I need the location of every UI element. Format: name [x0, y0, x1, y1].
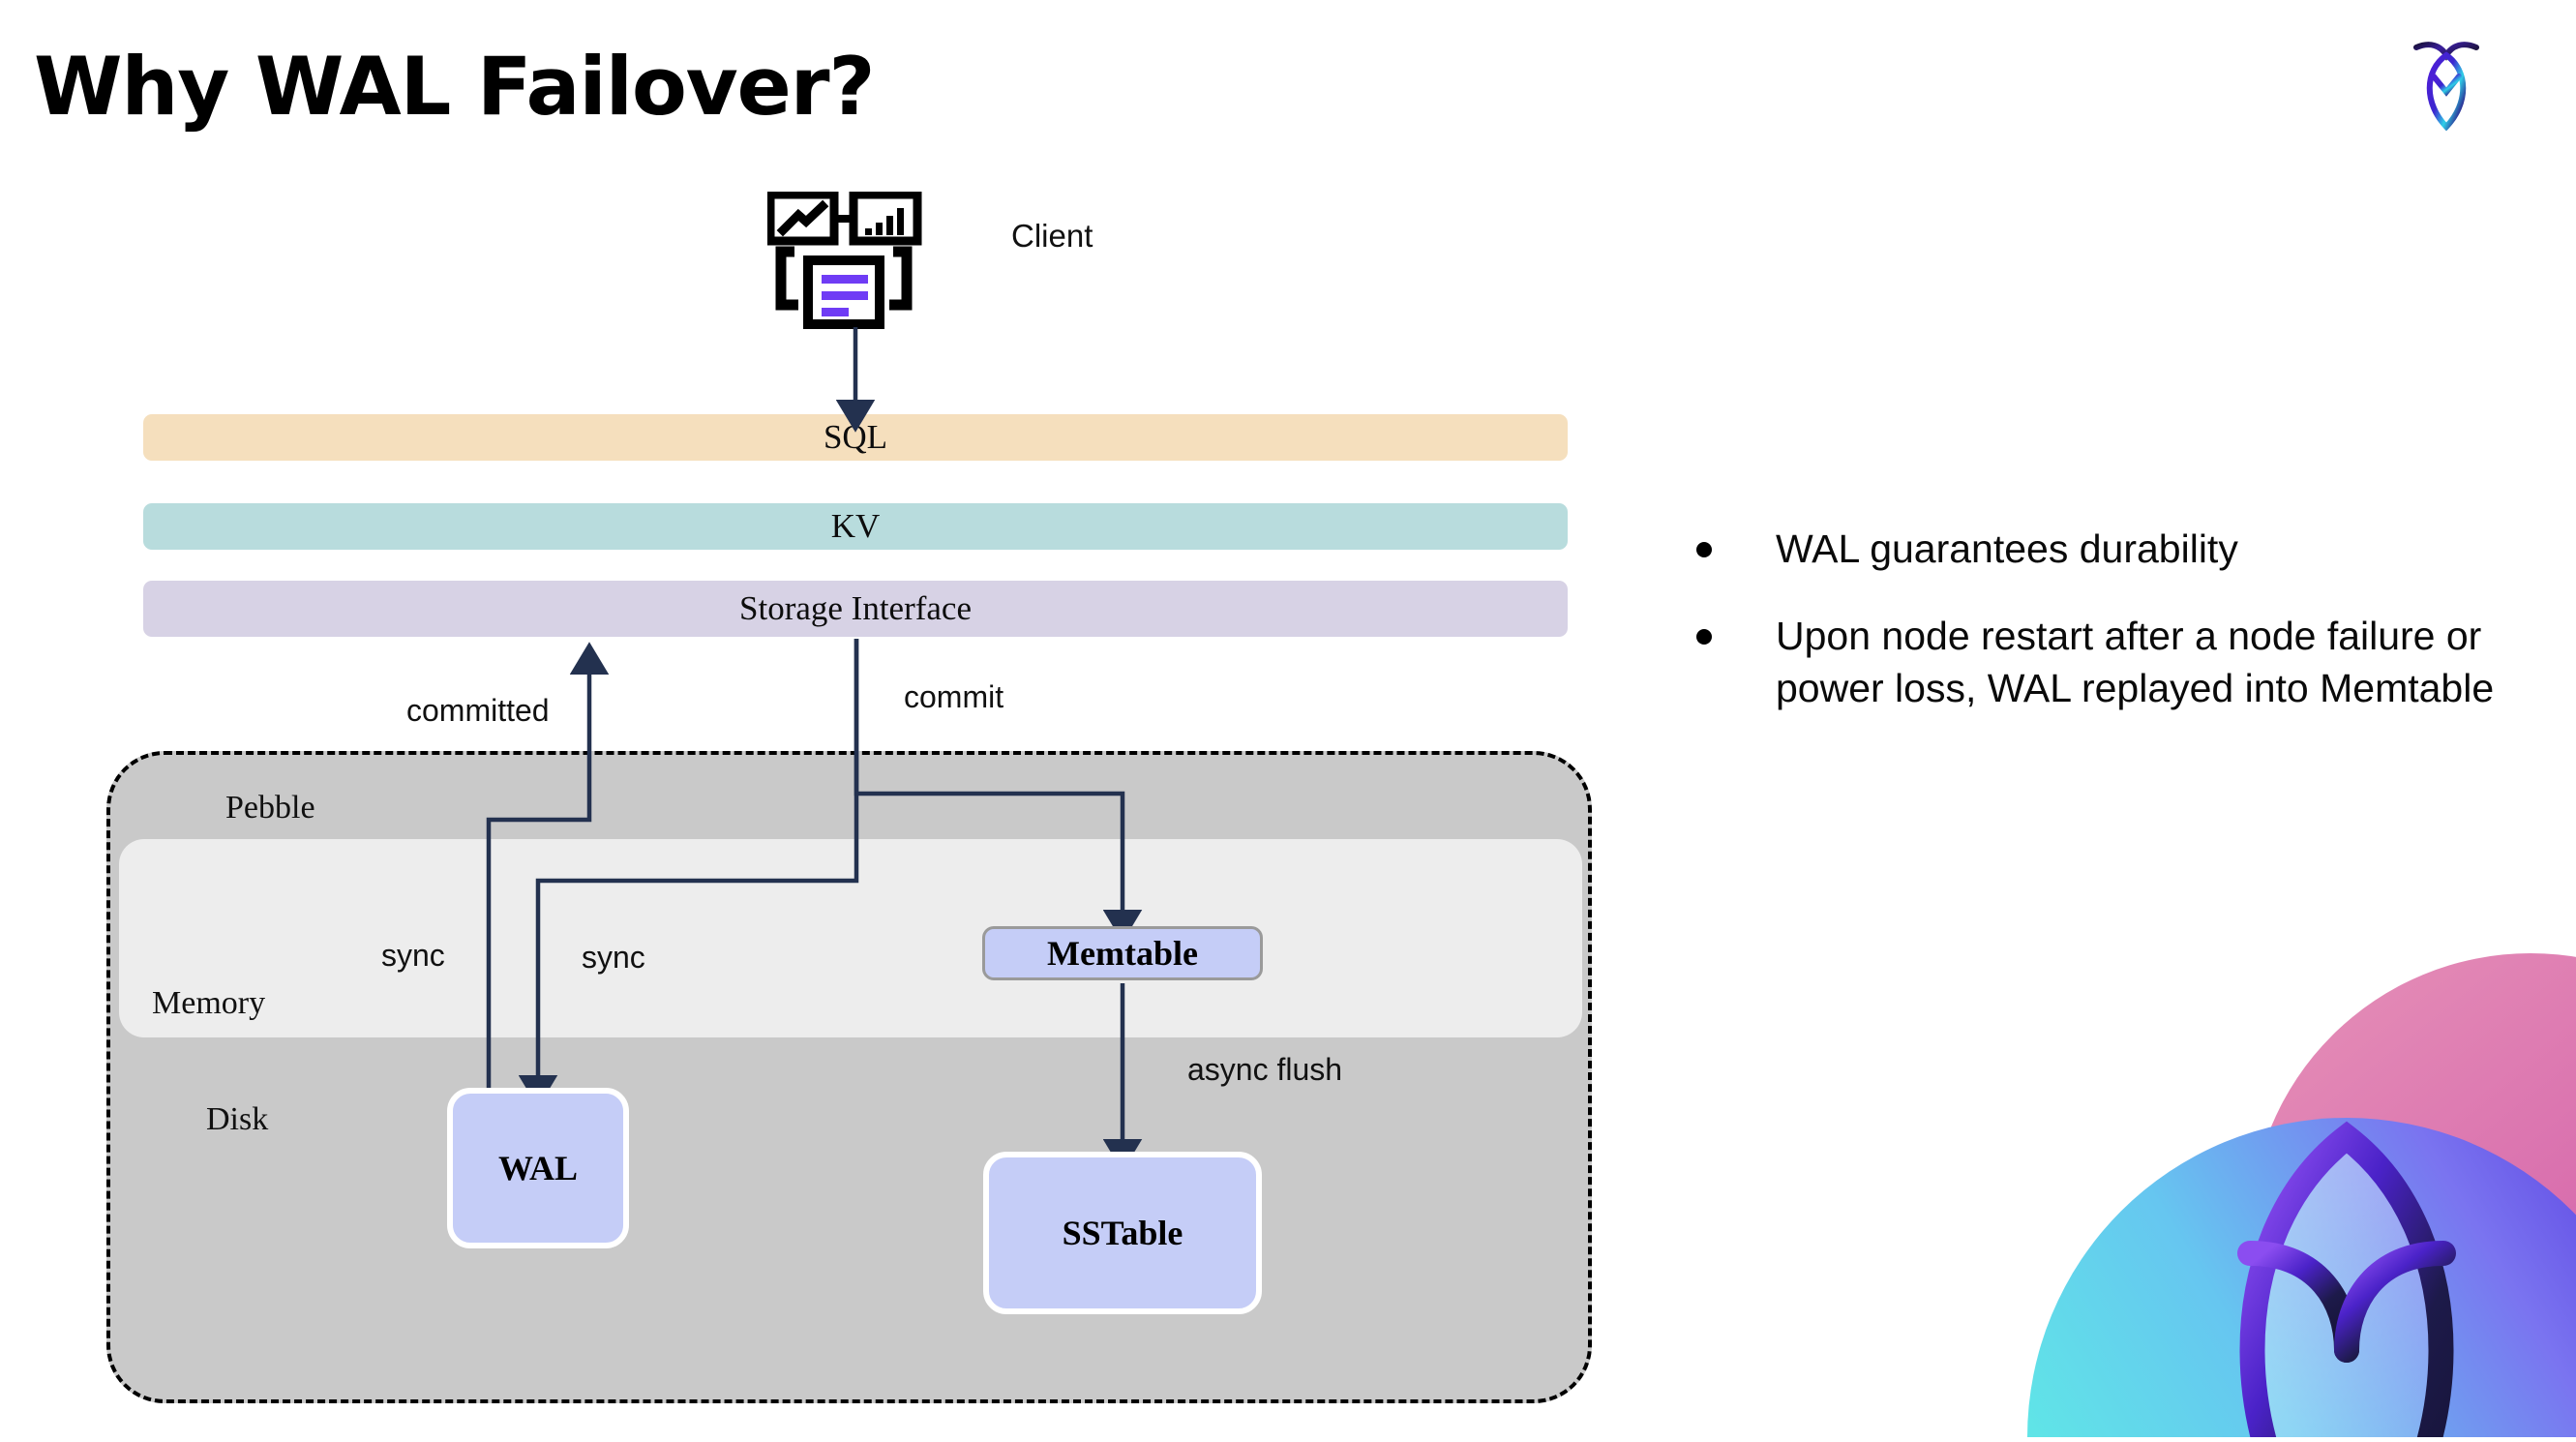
cockroachdb-watermark-graphic — [1931, 915, 2576, 1437]
node-memtable-label: Memtable — [1047, 934, 1198, 973]
edge-label-sync-memtable: sync — [582, 940, 645, 975]
layer-storage-interface-label: Storage Interface — [739, 589, 972, 627]
cockroachdb-logo-icon — [2409, 32, 2484, 136]
edge-label-async-flush: async flush — [1187, 1052, 1343, 1087]
bullet-text: Upon node restart after a node failure o… — [1776, 614, 2495, 711]
list-item: WAL guarantees durability — [1696, 523, 2519, 575]
memory-region — [119, 839, 1582, 1037]
edge-label-commit: commit — [904, 679, 1004, 714]
edge-label-sync-storage: sync — [381, 938, 445, 973]
list-item: Upon node restart after a node failure o… — [1696, 610, 2519, 714]
layer-sql: SQL — [143, 414, 1568, 461]
bullet-text: WAL guarantees durability — [1776, 526, 2238, 571]
node-wal: WAL — [447, 1088, 629, 1248]
node-memtable: Memtable — [982, 926, 1263, 980]
pebble-label: Pebble — [225, 790, 315, 826]
bullet-dot-icon — [1696, 629, 1712, 646]
disk-label: Disk — [206, 1101, 269, 1137]
edge-label-committed: committed — [406, 693, 550, 728]
layer-kv-label: KV — [830, 507, 881, 545]
client-dashboard-icon — [765, 190, 940, 331]
layer-storage-interface: Storage Interface — [143, 581, 1568, 637]
bullet-dot-icon — [1696, 542, 1712, 557]
layer-kv: KV — [143, 503, 1568, 550]
client-label: Client — [1011, 218, 1093, 254]
layer-sql-label: SQL — [823, 418, 888, 456]
memory-label: Memory — [152, 985, 266, 1021]
node-sstable: SSTable — [983, 1152, 1262, 1314]
page-title: Why WAL Failover? — [34, 40, 876, 134]
node-sstable-label: SSTable — [1062, 1214, 1183, 1252]
bullet-list: WAL guarantees durability Upon node rest… — [1696, 523, 2519, 749]
node-wal-label: WAL — [497, 1149, 579, 1187]
